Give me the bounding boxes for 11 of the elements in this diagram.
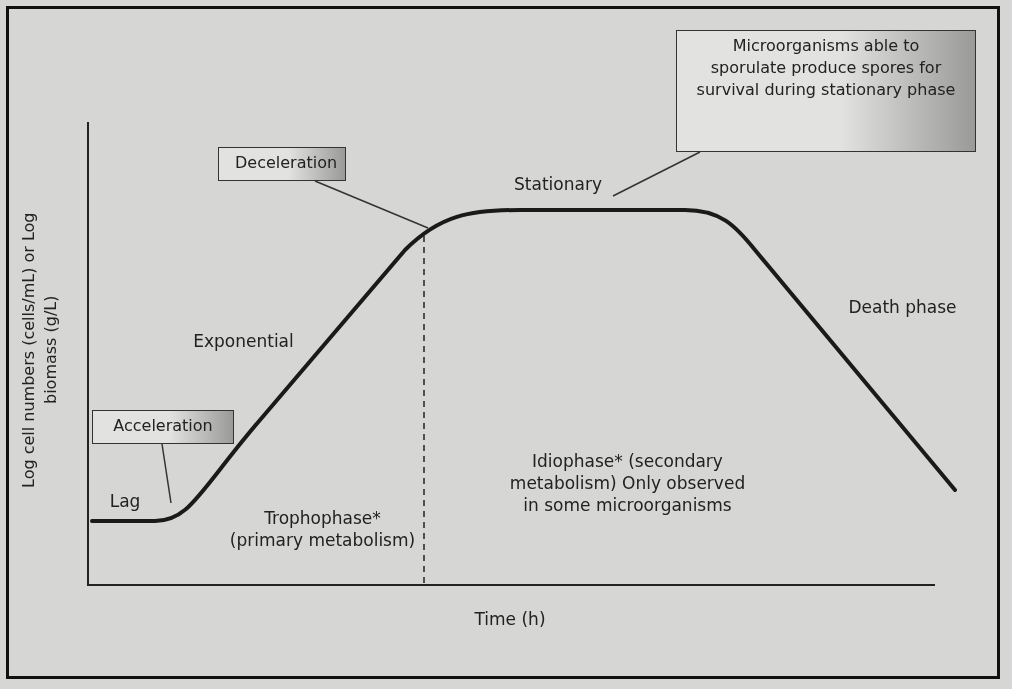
region-label: Trophophase* (primary metabolism)	[228, 507, 417, 551]
phase-label: Lag	[108, 490, 142, 512]
callout-box: Microorganisms able to sporulate produce spores for survival during stationary phase	[676, 30, 976, 152]
callout-box: Acceleration	[92, 410, 234, 444]
phase-label: Death phase	[847, 296, 958, 318]
callout-box: Deceleration	[218, 147, 346, 181]
axis-title: Log cell numbers (cells/mL) or Log biomass (g/L)	[18, 211, 61, 490]
phase-label: Stationary	[513, 173, 603, 195]
phase-label: Exponential	[192, 330, 295, 352]
region-label: Idiophase* (secondary metabolism) Only observed in some microorganisms	[508, 450, 747, 516]
axis-title: Time (h)	[473, 608, 547, 630]
